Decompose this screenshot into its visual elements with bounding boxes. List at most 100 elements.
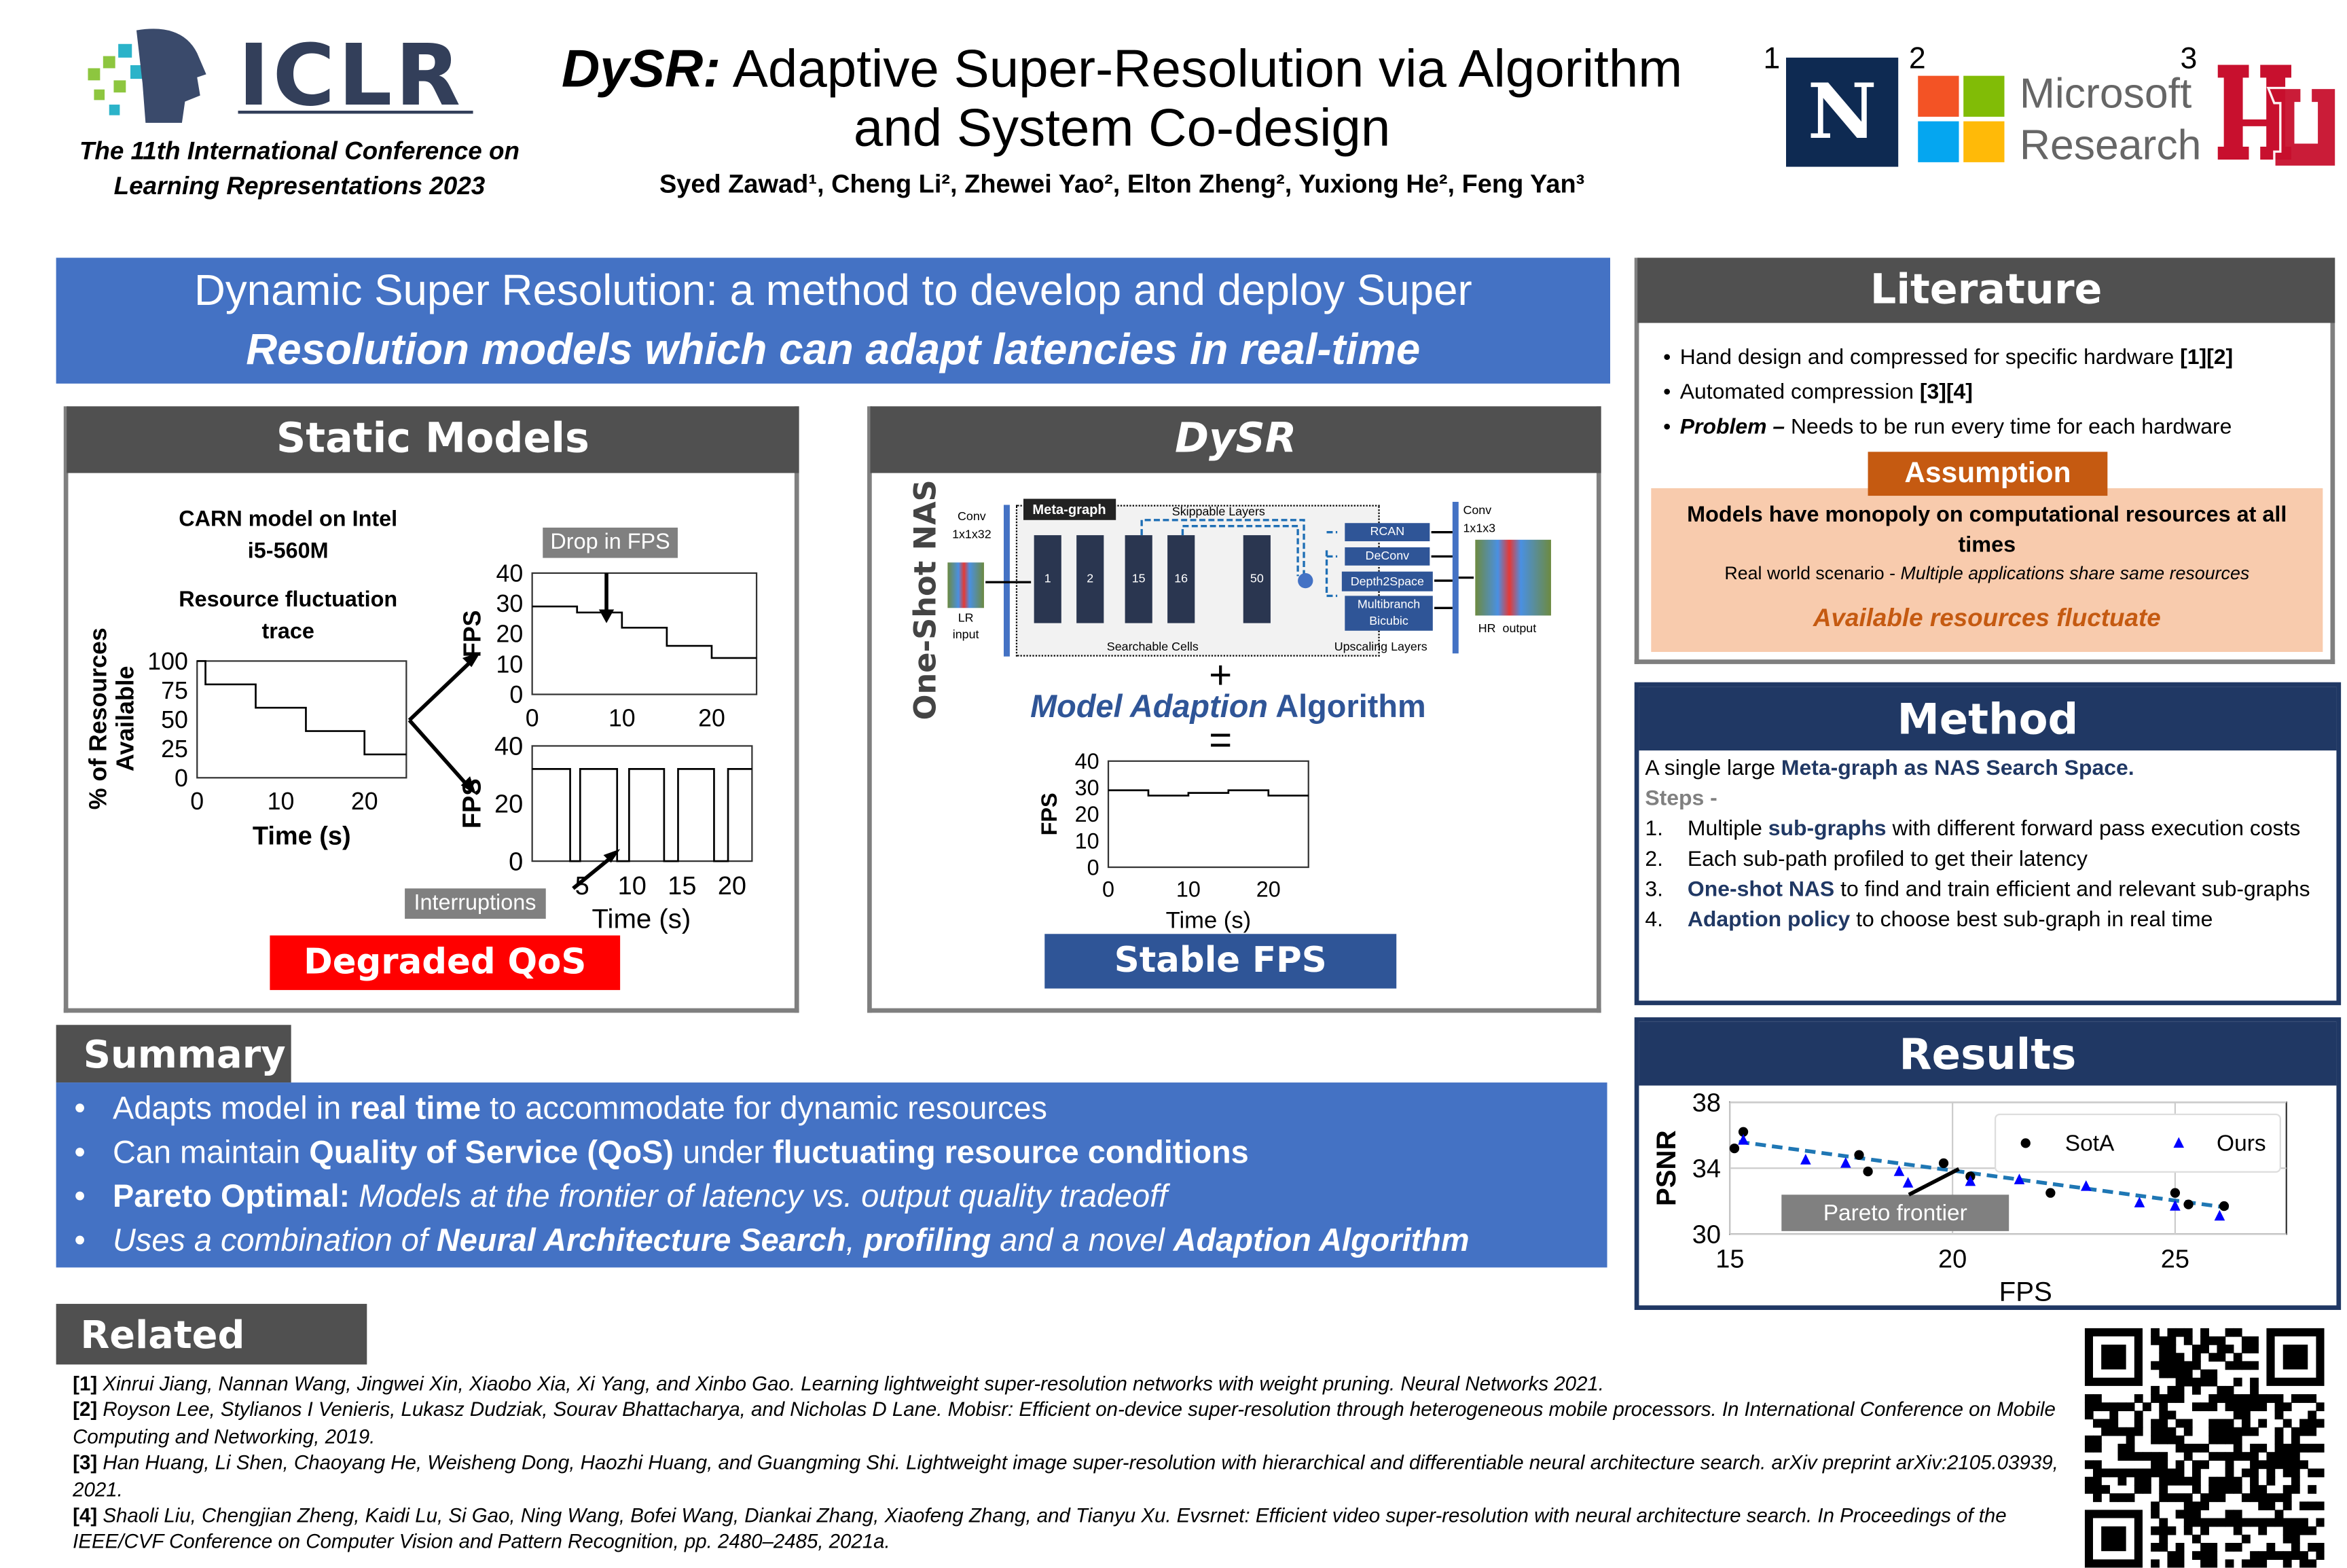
qr-module xyxy=(2151,1419,2160,1428)
qr-module xyxy=(2175,1460,2185,1470)
qr-module xyxy=(2258,1501,2268,1511)
qr-module xyxy=(2142,1484,2151,1494)
qr-module xyxy=(2151,1501,2160,1511)
qr-module xyxy=(2225,1559,2234,1568)
qr-module xyxy=(2282,1493,2292,1502)
qr-module xyxy=(2151,1526,2160,1535)
qr-module xyxy=(2233,1518,2242,1527)
qr-module xyxy=(2299,1551,2308,1561)
qr-module xyxy=(2274,1551,2284,1561)
qr-module xyxy=(2250,1385,2259,1395)
plot-frame xyxy=(531,745,753,862)
qr-module xyxy=(2167,1493,2177,1502)
qr-module xyxy=(2282,1526,2292,1535)
qr-module xyxy=(2159,1476,2168,1486)
intro-banner: Dynamic Super Resolution: a method to de… xyxy=(56,257,1611,384)
qr-module xyxy=(2291,1551,2300,1561)
searchable-cell: 1 xyxy=(1034,535,1061,623)
qr-code[interactable] xyxy=(2084,1328,2325,1568)
qr-module xyxy=(2258,1444,2268,1453)
qr-module xyxy=(2167,1468,2177,1478)
metagraph-frame xyxy=(1015,505,1380,657)
method-title: Method xyxy=(1639,687,2337,751)
qr-module xyxy=(2151,1361,2160,1370)
x-tick-label: 10 xyxy=(618,872,647,900)
skippable-label: Skippable Layers xyxy=(1171,505,1265,519)
qr-module xyxy=(2316,1551,2325,1561)
qr-module xyxy=(2299,1460,2308,1470)
merge-node xyxy=(1298,572,1313,589)
method-step: 2.Each sub-path profiled to get their la… xyxy=(1645,847,2088,872)
qr-module xyxy=(2134,1419,2143,1428)
qr-module xyxy=(2241,1534,2251,1544)
qr-module xyxy=(2126,1493,2135,1502)
qr-module xyxy=(2208,1402,2218,1412)
qr-module xyxy=(2308,1484,2317,1494)
qr-module xyxy=(2282,1452,2292,1461)
uh-logo xyxy=(2214,58,2346,175)
upscale-multibranch: Multibranch Bicubic xyxy=(1345,596,1433,631)
qr-module xyxy=(2126,1402,2135,1412)
qr-module xyxy=(2134,1468,2143,1478)
lr-1: LR xyxy=(958,610,974,625)
qr-module xyxy=(2299,1419,2308,1428)
qr-module xyxy=(2142,1452,2151,1461)
qr-module xyxy=(2191,1353,2201,1362)
qr-module xyxy=(2208,1336,2218,1345)
x-tick-label: 10 xyxy=(268,788,295,815)
qr-module xyxy=(2250,1559,2259,1568)
x-axis-label: Time (s) xyxy=(253,822,351,851)
qr-module xyxy=(2159,1402,2168,1412)
qr-module xyxy=(2308,1526,2317,1535)
qr-module xyxy=(2175,1551,2185,1561)
qr-module xyxy=(2266,1460,2276,1470)
lr-input-image xyxy=(947,562,984,608)
qr-module xyxy=(2225,1427,2234,1436)
qr-module xyxy=(2159,1361,2168,1370)
qr-module xyxy=(2258,1526,2268,1535)
qr-module xyxy=(2217,1353,2226,1362)
qr-module xyxy=(2175,1394,2185,1403)
qr-module xyxy=(2151,1460,2160,1470)
qr-module xyxy=(2316,1402,2325,1412)
hr-output-image xyxy=(1475,539,1551,616)
qr-module xyxy=(2151,1510,2160,1519)
reference-item: [1] Xinrui Jiang, Nannan Wang, Jingwei X… xyxy=(73,1372,1604,1395)
y-tick-label: 30 xyxy=(1075,776,1099,800)
qr-module xyxy=(2274,1518,2284,1527)
qr-module xyxy=(2233,1526,2242,1535)
qr-module xyxy=(2282,1444,2292,1453)
qr-module xyxy=(2175,1476,2185,1486)
qr-module xyxy=(2159,1435,2168,1444)
x-tick-label: 10 xyxy=(1176,877,1201,902)
qr-module xyxy=(2183,1419,2193,1428)
model-adaption-algorithm: Model Adaption Algorithm xyxy=(993,691,1463,725)
x-tick-label: 20 xyxy=(718,872,746,900)
qr-module xyxy=(2175,1468,2185,1478)
qr-module xyxy=(2225,1419,2234,1428)
x-tick-label: 5 xyxy=(575,872,589,900)
qr-module xyxy=(2282,1402,2292,1412)
qr-module xyxy=(2250,1444,2259,1453)
method-step: 4.Adaption policy to choose best sub-gra… xyxy=(1645,908,2213,933)
upscale-deconv: DeConv xyxy=(1345,547,1430,566)
conv-in-2: 1x1x32 xyxy=(952,527,991,542)
method-step: 3.One-shot NAS to find and train efficie… xyxy=(1645,877,2310,902)
qr-module xyxy=(2101,1484,2110,1494)
qr-module xyxy=(2217,1394,2226,1403)
x-axis-label: Time (s) xyxy=(592,903,691,934)
y-tick-label: 10 xyxy=(496,651,524,678)
qr-module xyxy=(2159,1493,2168,1502)
series-line xyxy=(532,605,757,659)
degraded-qos-badge: Degraded QoS xyxy=(270,935,621,990)
qr-module xyxy=(2134,1476,2143,1486)
qr-module xyxy=(2183,1526,2193,1535)
reference-item: [4] Shaoli Liu, Chengjian Zheng, Kaidi L… xyxy=(73,1503,2007,1554)
qr-module xyxy=(2101,1468,2110,1478)
qr-module xyxy=(2183,1444,2193,1453)
